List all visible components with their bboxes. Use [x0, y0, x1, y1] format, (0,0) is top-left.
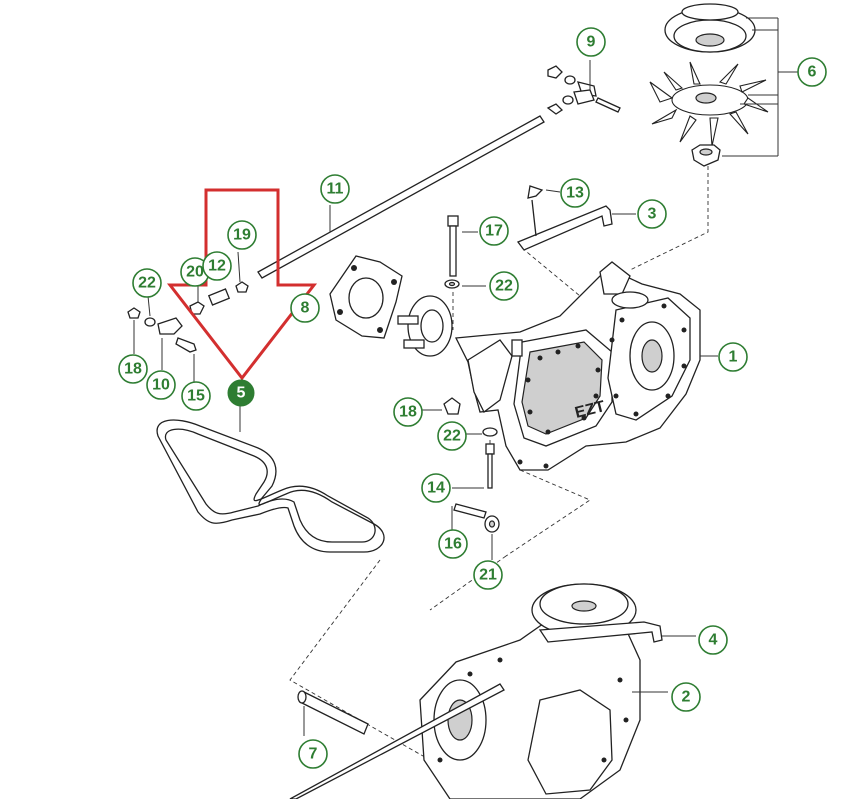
svg-text:17: 17	[485, 223, 503, 240]
svg-text:6: 6	[808, 64, 817, 81]
callout-9[interactable]: 9	[576, 27, 606, 57]
callout-15[interactable]: 15	[181, 381, 211, 411]
svg-text:8: 8	[301, 300, 310, 317]
svg-text:12: 12	[208, 258, 226, 275]
mounting-plate-8	[329, 255, 403, 339]
svg-text:14: 14	[427, 480, 445, 497]
callout-18-left[interactable]: 18	[118, 354, 148, 384]
callout-14[interactable]: 14	[421, 473, 451, 503]
svg-text:9: 9	[587, 34, 596, 51]
svg-text:5: 5	[237, 385, 246, 402]
svg-text:11: 11	[327, 181, 344, 198]
svg-text:20: 20	[186, 264, 204, 281]
svg-text:19: 19	[233, 227, 251, 244]
callout-21[interactable]: 21	[473, 560, 503, 590]
callout-11[interactable]: 11	[320, 174, 350, 204]
svg-text:16: 16	[444, 536, 462, 553]
callout-7[interactable]: 7	[298, 739, 328, 769]
drive-belt-5	[156, 406, 385, 553]
callout-1[interactable]: 1	[718, 342, 748, 372]
svg-text:4: 4	[709, 632, 718, 649]
svg-text:18: 18	[399, 404, 417, 421]
transaxle-1: EZT	[454, 261, 718, 471]
svg-text:22: 22	[138, 275, 156, 292]
callout-22-mid[interactable]: 22	[489, 271, 519, 301]
callout-22-lower[interactable]: 22	[437, 421, 467, 451]
callout-layer: 9 6 11 13 3 17 19 22 20 12 22 8 1 18 10 …	[118, 27, 827, 769]
callout-2[interactable]: 2	[671, 682, 701, 712]
callout-5-highlighted[interactable]: 5	[227, 379, 255, 407]
callout-18-lower[interactable]: 18	[393, 397, 423, 427]
svg-text:10: 10	[152, 377, 170, 394]
transaxle-2	[289, 583, 696, 799]
callout-4[interactable]: 4	[698, 625, 728, 655]
callout-10[interactable]: 10	[146, 370, 176, 400]
svg-text:18: 18	[124, 361, 142, 378]
bolt-17	[444, 215, 486, 330]
svg-text:1: 1	[729, 349, 738, 366]
svg-text:7: 7	[309, 746, 318, 763]
callout-8[interactable]: 8	[290, 293, 320, 323]
svg-text:21: 21	[479, 567, 497, 584]
callout-22-upper-left[interactable]: 22	[132, 268, 162, 298]
lower-hardware	[289, 397, 591, 761]
callout-20[interactable]: 20	[180, 257, 210, 287]
control-rod-11	[257, 115, 545, 279]
callout-12[interactable]: 12	[202, 251, 232, 281]
bypass-rod-3	[516, 185, 636, 297]
idler-hardware-left	[127, 251, 249, 384]
axle-hub	[397, 295, 453, 357]
callout-6[interactable]: 6	[797, 57, 827, 87]
svg-text:22: 22	[443, 428, 461, 445]
callout-3[interactable]: 3	[637, 199, 667, 229]
linkage-hardware-9	[546, 60, 621, 115]
callout-13[interactable]: 13	[560, 178, 590, 208]
svg-text:15: 15	[187, 388, 205, 405]
callout-16[interactable]: 16	[438, 529, 468, 559]
svg-text:2: 2	[682, 689, 691, 706]
ezt-logo: EZT	[573, 398, 607, 422]
callout-19[interactable]: 19	[227, 220, 257, 250]
svg-text:22: 22	[495, 278, 513, 295]
svg-text:13: 13	[566, 185, 584, 202]
svg-text:3: 3	[648, 206, 657, 223]
pulley-fan-assembly	[629, 3, 798, 271]
callout-17[interactable]: 17	[479, 216, 509, 246]
